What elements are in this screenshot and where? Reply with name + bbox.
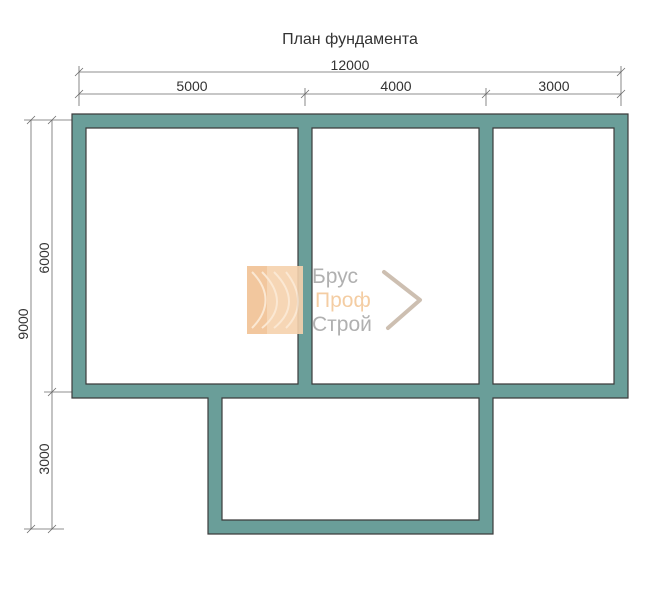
dim-lower-height: 3000 [36,443,52,474]
dim-segment-2: 4000 [380,78,411,94]
foundation-walls [71,113,629,535]
dim-total-width: 12000 [331,57,370,73]
plan-title: План фундамента [282,31,418,48]
watermark-line-2: Проф [315,289,371,312]
top-dimensions: 12000 5000 4000 3000 [74,57,626,106]
dim-segment-3: 3000 [538,78,569,94]
watermark-line-3: Строй [312,313,372,336]
chevron-right-icon [382,270,422,330]
dim-segment-1: 5000 [176,78,207,94]
left-dimensions: 9000 6000 3000 [15,115,72,534]
dim-upper-height: 6000 [36,242,52,273]
brand-watermark: Брус Проф Строй [247,265,422,336]
foundation-outline [71,113,629,535]
watermark-line-1: Брус [312,265,358,288]
dim-total-height: 9000 [15,308,31,339]
wood-grain-icon [247,266,303,334]
